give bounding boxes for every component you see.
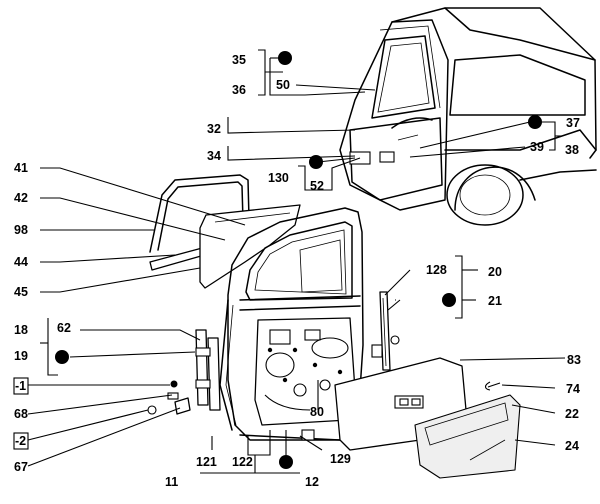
callout-11: 11: [165, 475, 178, 489]
callout-74: 74: [566, 382, 580, 396]
callout-130: 130: [268, 171, 289, 185]
callout-129: 129: [330, 452, 351, 466]
callout-labels: 35 50 36 32 34 37 39 38 130 52 41 42 98 …: [14, 53, 581, 489]
callout-42: 42: [14, 191, 28, 205]
callout-62: 62: [57, 321, 71, 335]
callout-36: 36: [232, 83, 246, 97]
callout-68: 68: [14, 407, 28, 421]
callout-21: 21: [488, 294, 502, 308]
door-weatherstrip: [379, 291, 391, 371]
callout-24: 24: [565, 439, 579, 453]
fastener-parts: [147, 380, 191, 415]
callout-20: 20: [488, 265, 502, 279]
callout-18: 18: [14, 323, 28, 337]
callout-34: 34: [207, 149, 221, 163]
callout-44: 44: [14, 255, 28, 269]
callout-37: 37: [566, 116, 580, 130]
part-129: [301, 429, 315, 441]
callout-121: 121: [196, 455, 217, 469]
callout-39: 39: [530, 140, 544, 154]
callout-128: 128: [426, 263, 447, 277]
callout-19: 19: [14, 349, 28, 363]
callout-83: 83: [567, 353, 581, 367]
hinge-parts: [195, 329, 221, 411]
callout-12: 12: [305, 475, 319, 489]
callout-32: 32: [207, 122, 221, 136]
callout-22: 22: [565, 407, 579, 421]
callout-38: 38: [565, 143, 579, 157]
callout-minus-1: -1: [15, 379, 26, 393]
callout-50: 50: [276, 78, 290, 92]
callout-35: 35: [232, 53, 246, 67]
door-trim-lower: [414, 381, 521, 479]
boxed-label-frames: [13, 377, 29, 450]
callout-41: 41: [14, 161, 28, 175]
vehicle-rear-body: [339, 7, 597, 226]
callout-122: 122: [232, 455, 253, 469]
callout-52: 52: [310, 179, 324, 193]
callout-minus-2: -2: [15, 434, 26, 448]
marker-dots: [55, 51, 542, 469]
callout-80: 80: [310, 405, 324, 419]
leader-lines: [27, 49, 566, 474]
door-window-parts: [149, 174, 301, 289]
callout-98: 98: [14, 223, 28, 237]
callout-45: 45: [14, 285, 28, 299]
callout-67: 67: [14, 460, 28, 474]
